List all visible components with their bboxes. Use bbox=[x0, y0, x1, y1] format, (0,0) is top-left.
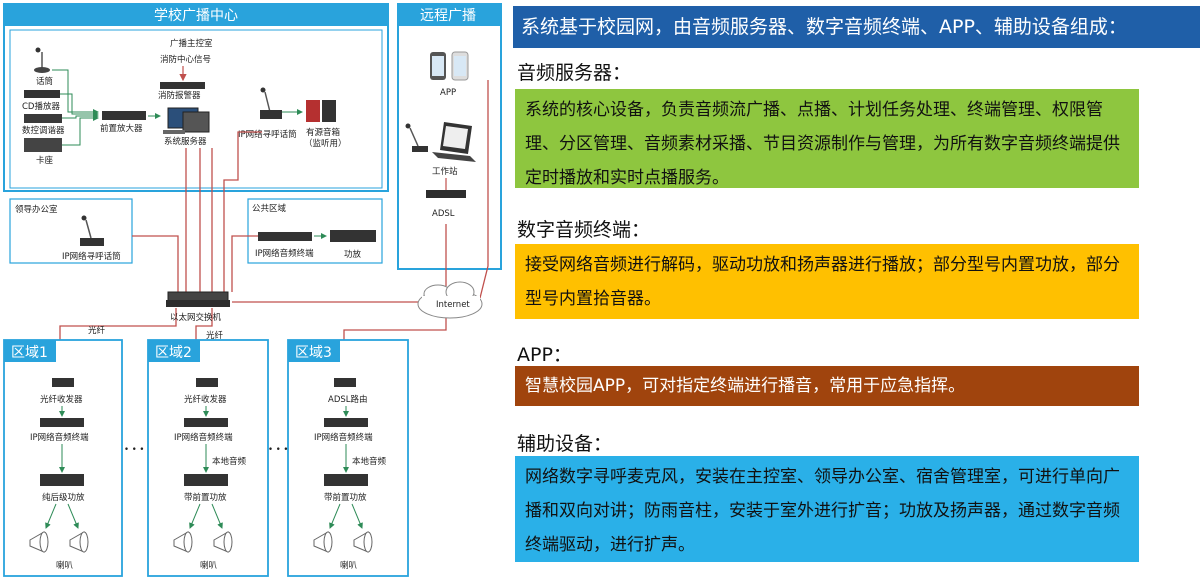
zone-dots-2: • • • bbox=[268, 445, 288, 455]
zone1-transceiver-label: 光纤收发器 bbox=[40, 394, 83, 405]
fiber-label-1: 光纤 bbox=[88, 325, 106, 336]
tuner-label: 数控调谐器 bbox=[22, 125, 65, 136]
zone3-amp-label: 带前置功放 bbox=[324, 492, 367, 503]
zone2-terminal-device bbox=[184, 418, 228, 427]
zone3-amp-device bbox=[324, 474, 368, 486]
zone2-horn-icon bbox=[173, 531, 233, 553]
section-box-aux: 网络数字寻呼麦克风，安装在主控室、领导办公室、宿舍管理室，可进行单向广播和双向对… bbox=[515, 456, 1139, 562]
remote-title: 远程广播 bbox=[420, 8, 476, 24]
zone3-local-audio-label: 本地音频 bbox=[352, 456, 387, 467]
zone1-horn-icon bbox=[29, 531, 89, 553]
zone3-title: 区域3 bbox=[295, 345, 332, 361]
ip-mic-icon bbox=[260, 87, 282, 119]
public-terminal-device bbox=[258, 232, 312, 241]
ethernet-switch-icon bbox=[166, 291, 230, 307]
zone3-header bbox=[288, 340, 340, 362]
zone1-frame bbox=[3, 339, 123, 577]
zone2-title: 区域2 bbox=[155, 345, 192, 361]
public-amp-label: 功放 bbox=[344, 249, 362, 260]
workstation-icon bbox=[405, 122, 476, 162]
zone1-header bbox=[4, 340, 56, 362]
cassette-label: 卡座 bbox=[36, 155, 54, 166]
leader-mic-icon bbox=[80, 215, 104, 246]
zone2-header bbox=[148, 340, 200, 362]
microphone-icon bbox=[34, 47, 50, 73]
internet-cloud-icon bbox=[417, 281, 483, 319]
zone2-frame bbox=[147, 339, 269, 577]
public-area-frame bbox=[247, 198, 383, 264]
preamp-label: 前置放大器 bbox=[100, 123, 143, 134]
remote-header bbox=[398, 4, 501, 26]
leader-office-frame bbox=[9, 198, 133, 264]
fire-signal-label: 消防中心信号 bbox=[160, 54, 211, 65]
zone2-amp-label: 带前置功放 bbox=[184, 492, 227, 503]
cd-player-device bbox=[24, 90, 60, 98]
zone-dots-1: • • • bbox=[124, 445, 144, 455]
main-room-label: 广播主控室 bbox=[170, 38, 213, 49]
section-heading-terminal: 数字音频终端： bbox=[517, 219, 651, 241]
mic-label: 话筒 bbox=[36, 76, 53, 87]
zone2-transceiver-label: 光纤收发器 bbox=[184, 394, 227, 405]
zone3-terminal-label: IP网络音频终端 bbox=[314, 432, 373, 443]
fiber-label-2: 光纤 bbox=[206, 330, 224, 341]
section-heading-app: APP： bbox=[517, 344, 572, 366]
app-label: APP bbox=[440, 88, 456, 98]
adsl-label: ADSL bbox=[432, 209, 455, 219]
zone3-horn-icon bbox=[313, 531, 373, 553]
leader-office-label: 领导办公室 bbox=[15, 204, 58, 215]
adsl-device bbox=[426, 190, 466, 198]
tuner-device bbox=[24, 114, 62, 123]
zone1-amp-label: 纯后级功放 bbox=[42, 492, 85, 503]
zone1-terminal-device bbox=[40, 418, 84, 427]
zone2-amp-device bbox=[184, 474, 228, 486]
section-heading-audio-server: 音频服务器： bbox=[517, 62, 632, 84]
school-center-title: 学校广播中心 bbox=[154, 7, 238, 24]
main-control-room-frame bbox=[9, 29, 383, 189]
server-label: 系统服务器 bbox=[164, 136, 207, 147]
zone1-horn-label: 喇叭 bbox=[56, 560, 74, 571]
workstation-label: 工作站 bbox=[432, 166, 458, 177]
zone2-horn-label: 喇叭 bbox=[200, 560, 218, 571]
phone-icon bbox=[430, 51, 469, 81]
fire-alarm-label: 消防报警器 bbox=[158, 90, 201, 101]
zone3-router-device bbox=[334, 378, 356, 387]
server-icon bbox=[163, 107, 210, 134]
school-center-header bbox=[4, 4, 388, 26]
zone2-local-audio-label: 本地音频 bbox=[212, 456, 247, 467]
public-terminal-label: IP网络音频终端 bbox=[255, 248, 314, 259]
zone3-router-label: ADSL路由 bbox=[328, 394, 368, 405]
zone2-terminal-label: IP网络音频终端 bbox=[174, 432, 233, 443]
public-area-label: 公共区域 bbox=[252, 203, 287, 214]
cd-player-label: CD播放器 bbox=[22, 101, 60, 112]
section-box-audio-server: 系统的核心设备，负责音频流广播、点播、计划任务处理、终端管理、权限管理、分区管理… bbox=[515, 89, 1139, 188]
zone3-frame bbox=[287, 339, 409, 577]
active-speaker-note: （监听用） bbox=[304, 138, 347, 149]
cassette-device bbox=[24, 138, 62, 152]
zone1-amp-device bbox=[40, 474, 84, 486]
zone1-transceiver-device bbox=[52, 378, 74, 387]
section-heading-aux: 辅助设备： bbox=[517, 433, 613, 455]
active-speaker-label: 有源音箱 bbox=[306, 127, 341, 138]
zone2-transceiver-device bbox=[196, 378, 218, 387]
zone3-terminal-device bbox=[324, 418, 368, 427]
section-box-terminal: 接受网络音频进行解码，驱动功放和扬声器进行播放；部分型号内置功放，部分型号内置拾… bbox=[515, 244, 1139, 319]
ip-mic-label: IP网络寻呼话筒 bbox=[238, 129, 297, 140]
zone1-title: 区域1 bbox=[11, 345, 48, 361]
fire-alarm-device bbox=[160, 82, 205, 89]
system-diagram: 学校广播中心 远程广播 广播主控室 消防中心信号 消防报警器 话筒 CD播放器 … bbox=[3, 3, 502, 577]
zone3-horn-label: 喇叭 bbox=[340, 560, 358, 571]
section-box-app: 智慧校园APP，可对指定终端进行播音，常用于应急指挥。 bbox=[515, 366, 1139, 406]
active-speaker-icon bbox=[306, 100, 336, 122]
panel-title: 系统基于校园网，由音频服务器、数字音频终端、APP、辅助设备组成： bbox=[513, 6, 1200, 48]
zone1-terminal-label: IP网络音频终端 bbox=[30, 432, 89, 443]
preamp-device bbox=[102, 111, 146, 120]
leader-mic-label: IP网络寻呼话筒 bbox=[62, 251, 121, 262]
public-amp-device bbox=[330, 230, 376, 242]
internet-label: Internet bbox=[436, 300, 470, 310]
switch-label: 以太网交换机 bbox=[170, 312, 222, 323]
